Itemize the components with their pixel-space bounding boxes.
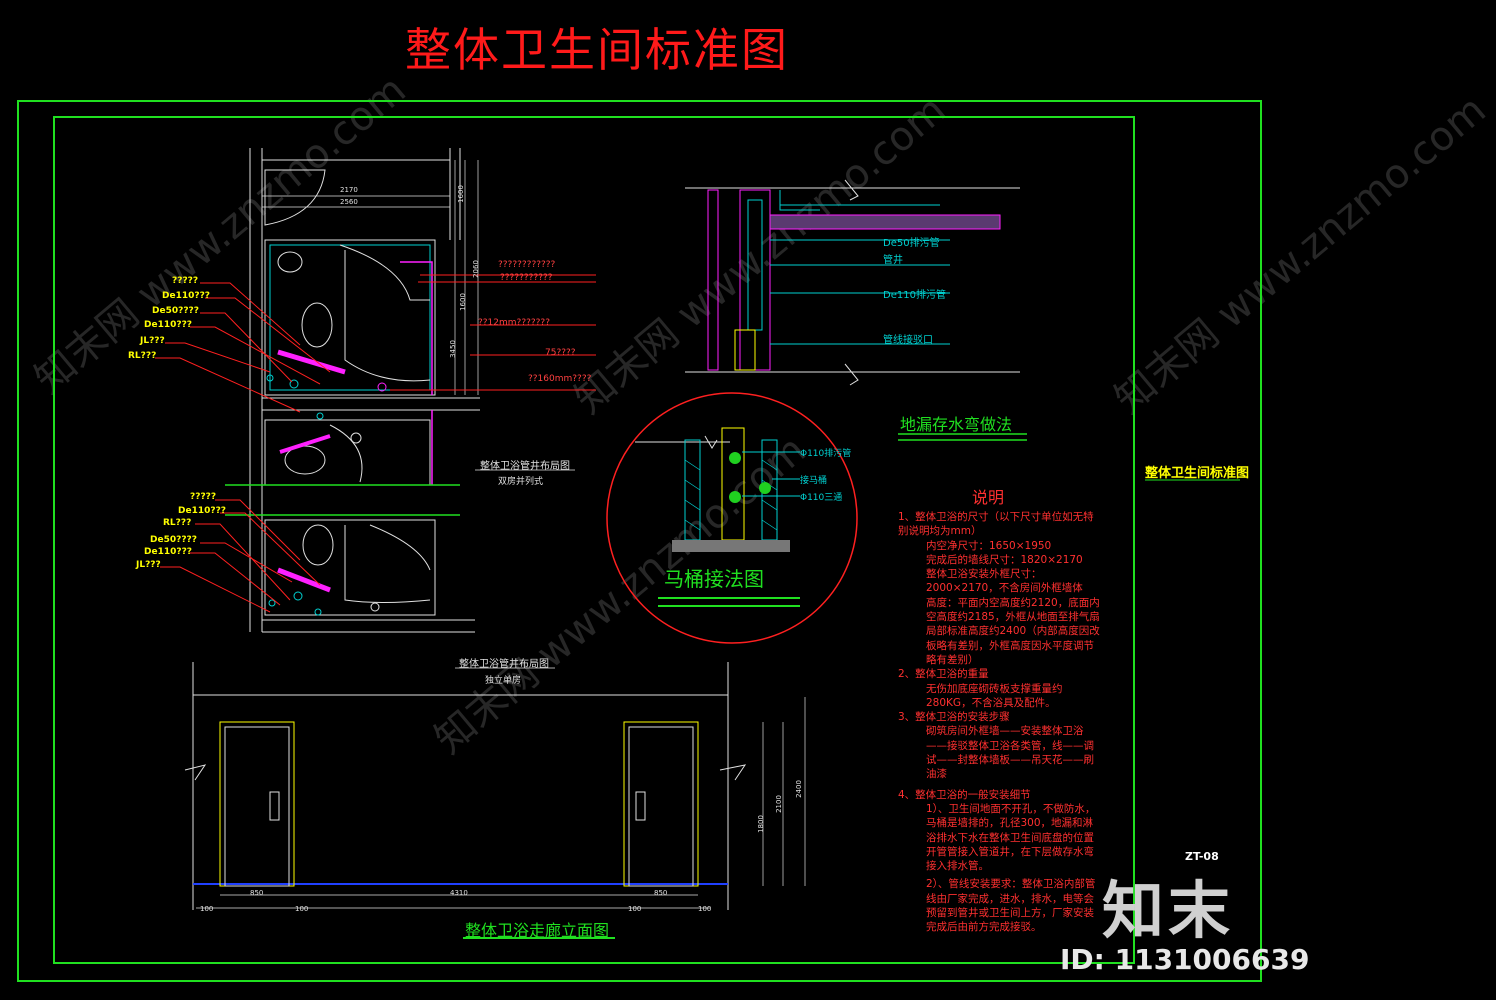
dimension-text: 1600 xyxy=(456,185,465,203)
notes-heading: 说明 xyxy=(972,488,1005,507)
note-line: 无伤加底座砌砖板支撑重量约280KG，不含浴具及配件。 xyxy=(926,682,1063,709)
plan-label: De110??? xyxy=(144,547,193,557)
plan-label: De110??? xyxy=(144,320,193,330)
dimension-text: 100 xyxy=(200,905,214,913)
toilet-label: 接马桶 xyxy=(800,476,828,486)
plan-label: JL??? xyxy=(136,560,161,570)
toilet-connection-detail xyxy=(606,392,858,644)
floor-trap-title: 地漏存水弯做法 xyxy=(900,415,1013,434)
floor-trap-label: De110排污管 xyxy=(883,290,946,301)
dimension-text: 850 xyxy=(654,889,668,897)
title-block-name: 整体卫生间标准图 xyxy=(1145,466,1250,481)
elevation-title: 整体卫浴走廊立面图 xyxy=(465,921,610,940)
dimension-text: 2400 xyxy=(794,780,803,798)
floor-trap-label: 管线接驳口 xyxy=(883,335,933,346)
dimension-text: 2060 xyxy=(471,260,480,278)
corridor-elevation xyxy=(184,662,806,939)
plan-label: De50???? xyxy=(150,535,197,545)
plan-right-label: ???????????? xyxy=(498,260,556,270)
dimension-text: 2100 xyxy=(774,795,783,813)
note-line: 完成后的墙线尺寸：1820×2170 xyxy=(926,553,1083,566)
dimension-text: 2560 xyxy=(340,198,358,206)
dimension-text: 4310 xyxy=(450,889,468,897)
note-line: 4、整体卫浴的一般安装细节 xyxy=(898,788,1031,801)
dimension-text: 3450 xyxy=(448,340,457,358)
plan-subcaption: 双房并列式 xyxy=(498,477,544,487)
dimension-text: 1600 xyxy=(458,293,467,311)
plan-subcaption: 独立单房 xyxy=(485,676,522,686)
plan-caption: 整体卫浴管井布局图 xyxy=(480,461,570,472)
plan-label: ????? xyxy=(190,492,217,502)
plan-caption: 整体卫浴管井布局图 xyxy=(459,659,549,670)
toilet-label: Φ110排污管 xyxy=(800,449,852,459)
note-line: 1、整体卫浴的尺寸（以下尺寸单位如无特别说明均为mm） xyxy=(898,511,1094,538)
note-line: 1）、卫生间地面不开孔，不做防水，马桶是墙排的，孔径300，地漏和淋浴排水下水在… xyxy=(926,802,1096,873)
toilet-label: Φ110三通 xyxy=(800,493,843,503)
plan-label: JL??? xyxy=(140,336,165,346)
dimension-text: 1800 xyxy=(756,815,765,833)
note-line: 3、整体卫浴的安装步骤 xyxy=(898,711,1010,724)
dimension-text: 100 xyxy=(295,905,309,913)
cad-drawing-sheet: 知末网 www.znzmo.com 知末网 www.znzmo.com 知末网 … xyxy=(17,23,1495,982)
note-line: 2、整体卫浴的重量 xyxy=(898,668,989,681)
watermark-logo: 知末 xyxy=(1102,874,1235,947)
plan-label: De110??? xyxy=(162,291,211,301)
outer-frame xyxy=(17,100,1262,982)
note-line: 内空净尺寸：1650×1950 xyxy=(926,539,1052,552)
dimension-text: 100 xyxy=(698,905,712,913)
notes-body: 1、整体卫浴的尺寸（以下尺寸单位如无特别说明均为mm） 内空净尺寸：1650×1… xyxy=(898,510,1103,935)
plan-label: ????? xyxy=(172,276,199,286)
plan-right-label: ??????????? xyxy=(500,273,553,283)
drawing-title: 整体卫生间标准图 xyxy=(405,23,789,77)
plan-label: De110??? xyxy=(178,506,227,516)
toilet-title: 马桶接法图 xyxy=(664,567,764,591)
note-line: 砌筑房间外框墙——安装整体卫浴——接驳整体卫浴各类管，线——调试——封整体墙板—… xyxy=(926,725,1094,781)
dimension-text: 850 xyxy=(250,889,264,897)
floor-trap-label: 管井 xyxy=(883,255,903,266)
floor-trap-section xyxy=(685,179,1020,386)
floor-trap-label: De50排污管 xyxy=(883,238,940,249)
note-line: 高度：平面内空高度约2120，底面内空高度约2185，外框从地面至排气扇局部标准… xyxy=(926,596,1100,666)
plan-label: De50???? xyxy=(152,306,199,316)
watermark-id: ID: 1131006639 xyxy=(1060,943,1310,976)
plan-right-label: 75???? xyxy=(545,348,576,358)
plan-right-label: ??12mm??????? xyxy=(478,318,550,328)
dimension-text: 2170 xyxy=(340,186,358,194)
note-line: 整体卫浴安装外框尺寸：2000×2170，不含房间外框墙体 xyxy=(926,568,1083,595)
drawing-canvas xyxy=(17,100,1262,982)
plan-right-label: ??160mm???? xyxy=(528,374,592,384)
note-line: 2）、管线安装要求：整体卫浴内部管线由厂家完成，进水，排水，电等会预留到管井或卫… xyxy=(926,878,1096,934)
sheet-number: ZT-08 xyxy=(1185,850,1219,863)
dimension-text: 100 xyxy=(628,905,642,913)
plan-view xyxy=(155,148,596,633)
plan-label: RL??? xyxy=(128,351,157,361)
plan-label: RL??? xyxy=(163,518,192,528)
